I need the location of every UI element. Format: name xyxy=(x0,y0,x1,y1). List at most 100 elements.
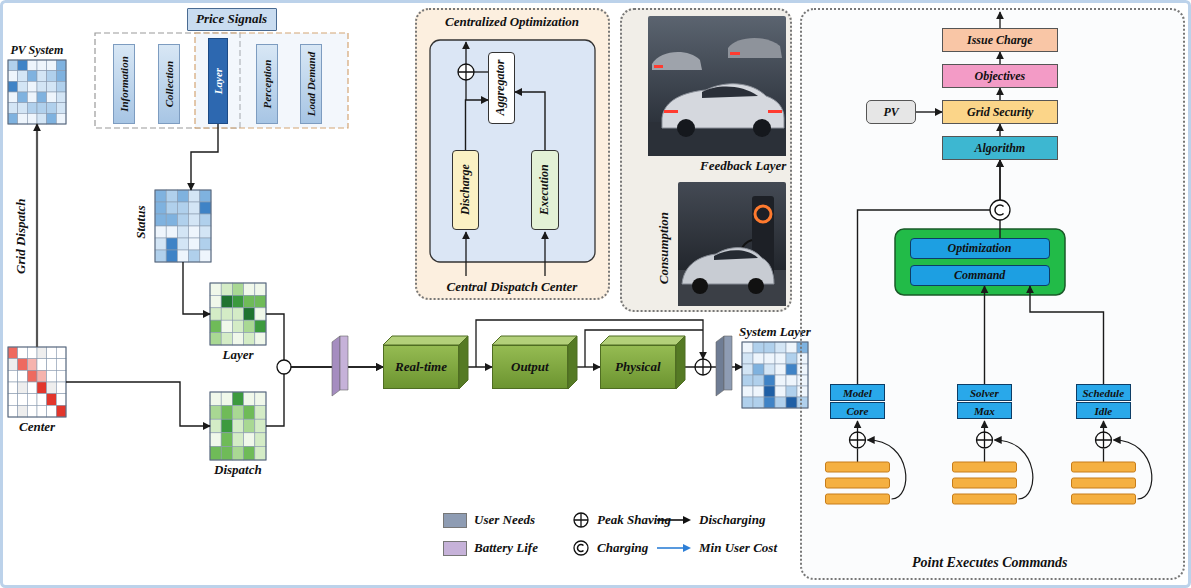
grid-cell xyxy=(18,382,28,394)
grid-cell xyxy=(37,81,47,92)
grid-cell xyxy=(18,347,28,359)
grid-cell xyxy=(797,353,808,364)
process-box: Optimization xyxy=(910,238,1050,259)
cube-faces xyxy=(600,336,685,345)
node-label: Schedule xyxy=(1083,387,1125,399)
grid-cell xyxy=(797,375,808,386)
slab-block xyxy=(340,336,348,390)
grid-cell xyxy=(18,394,28,406)
heatmap-grid xyxy=(155,190,211,262)
grid-cell xyxy=(27,103,37,114)
grid-cell xyxy=(37,370,47,382)
node-label: Aggregator xyxy=(495,60,508,116)
node-label: Algorithm xyxy=(975,142,1026,155)
leader-line xyxy=(465,42,466,64)
grid-cell xyxy=(56,405,66,417)
layer-stack xyxy=(826,462,890,472)
grid-cell xyxy=(155,214,166,226)
grid-cell xyxy=(166,226,177,238)
leader-line xyxy=(984,449,985,462)
grid-cell xyxy=(37,359,47,371)
flow-arrow xyxy=(999,124,1000,136)
grid-cell xyxy=(8,81,18,92)
flow-arrow xyxy=(1030,286,1104,384)
grid-cell xyxy=(764,353,775,364)
process-box: Issue Charge xyxy=(942,28,1058,52)
grid-cell xyxy=(221,419,232,433)
residual-arrow xyxy=(1114,440,1152,499)
inner-block xyxy=(430,40,595,262)
flow-arrow xyxy=(191,124,218,190)
grid-cell xyxy=(221,446,232,460)
layer-stack xyxy=(953,462,1017,472)
grid-cell xyxy=(18,60,28,71)
sum-symbol xyxy=(1096,432,1112,448)
sum-symbol xyxy=(458,64,474,80)
node-label: Price Signals xyxy=(196,12,267,26)
flow-arrow xyxy=(999,52,1000,64)
leader-line xyxy=(857,449,858,462)
grid-cell xyxy=(775,364,786,375)
leader-line xyxy=(474,71,488,72)
node-label: Grid Security xyxy=(967,106,1033,119)
heatmap-grid xyxy=(8,60,66,124)
residual-arrow xyxy=(868,440,906,499)
grid-cell xyxy=(47,81,57,92)
flow-arrow xyxy=(66,382,210,426)
slab-block xyxy=(716,336,732,396)
panel-title: Feedback Layer xyxy=(700,159,786,173)
heatmap-grid xyxy=(8,347,66,417)
heatmap-grid: Layer xyxy=(210,283,266,345)
flow-arrow xyxy=(916,111,942,112)
sum-symbol xyxy=(977,432,993,448)
charging-symbol xyxy=(990,200,1010,220)
module-box: Schedule xyxy=(1076,384,1131,401)
grid-cell xyxy=(56,113,66,124)
sum-symbol xyxy=(458,64,474,80)
car-illustration xyxy=(654,65,663,68)
grid-cell xyxy=(18,103,28,114)
legend-symbol xyxy=(656,514,692,526)
leader-line xyxy=(465,232,466,276)
flow-arrow xyxy=(266,367,383,426)
sum-symbol xyxy=(977,432,993,448)
grid-cell xyxy=(18,71,28,82)
charger-illustration xyxy=(714,250,758,260)
process-box: Execution xyxy=(531,150,559,230)
grid-cell xyxy=(210,419,221,433)
sum-symbol xyxy=(977,432,993,448)
legend-swatch xyxy=(443,541,467,556)
feedback-panel: Feedback LayerConsumption xyxy=(620,8,792,312)
grid-cell xyxy=(47,347,57,359)
cube-faces xyxy=(492,336,577,389)
node-label: Command xyxy=(954,269,1005,282)
legend-item: Discharging xyxy=(656,512,765,528)
grid-cell xyxy=(56,382,66,394)
layer-stack xyxy=(1072,462,1136,472)
panel-title: Point Executes Commands xyxy=(912,555,1068,570)
grid-cell xyxy=(177,190,188,202)
grid-cell xyxy=(221,283,232,295)
module-box: Solver xyxy=(957,384,1012,401)
grid-outline xyxy=(210,392,266,460)
grid-cell xyxy=(764,342,775,353)
cube-block: Real-time xyxy=(383,345,459,389)
grid-cell xyxy=(200,226,211,238)
flow-arrow xyxy=(466,100,489,150)
grid-cell xyxy=(221,433,232,447)
signal-box: Price Signals xyxy=(187,8,277,31)
feature-bar: Information xyxy=(113,44,135,124)
cube-faces xyxy=(459,336,468,389)
car-illustration xyxy=(648,16,786,156)
layer-stack xyxy=(953,462,1017,504)
cube-faces xyxy=(600,336,685,389)
grid-cell xyxy=(18,370,28,382)
grid-cell xyxy=(255,320,266,332)
heatmap-grid xyxy=(742,342,808,408)
grid-cell xyxy=(775,397,786,408)
grid-cell xyxy=(797,364,808,375)
node-label: Status xyxy=(134,206,148,239)
grid-cell xyxy=(155,250,166,262)
node-label: Physical xyxy=(615,360,661,374)
sum-symbol xyxy=(695,359,711,375)
